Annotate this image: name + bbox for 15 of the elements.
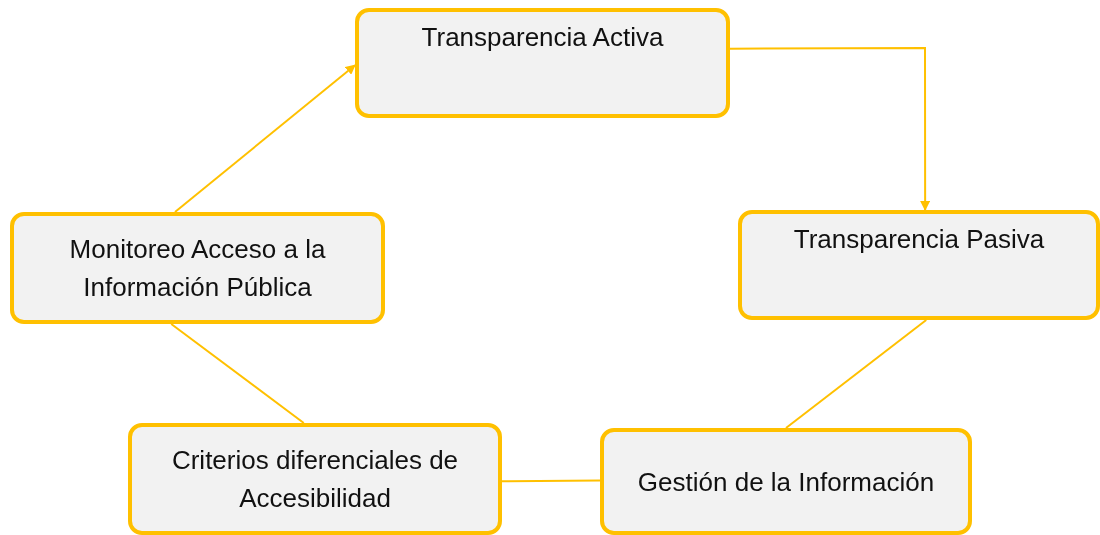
box-label: Criterios diferenciales de Accesibilidad xyxy=(170,444,460,515)
connector-line xyxy=(785,319,928,429)
arrow xyxy=(729,47,931,211)
box-label: Monitoreo Acceso a la Información Pública xyxy=(68,233,327,304)
process-box xyxy=(10,212,385,324)
process-box xyxy=(355,8,730,118)
connector-line xyxy=(501,479,601,483)
box-label: Transparencia Pasiva xyxy=(793,223,1045,256)
process-box xyxy=(600,428,972,535)
box-label: Gestión de la Información xyxy=(637,465,935,499)
connector-line xyxy=(170,323,305,424)
box-label: Transparencia Activa xyxy=(421,21,664,54)
process-box xyxy=(128,423,502,535)
arrow xyxy=(174,64,356,213)
process-box xyxy=(738,210,1100,320)
